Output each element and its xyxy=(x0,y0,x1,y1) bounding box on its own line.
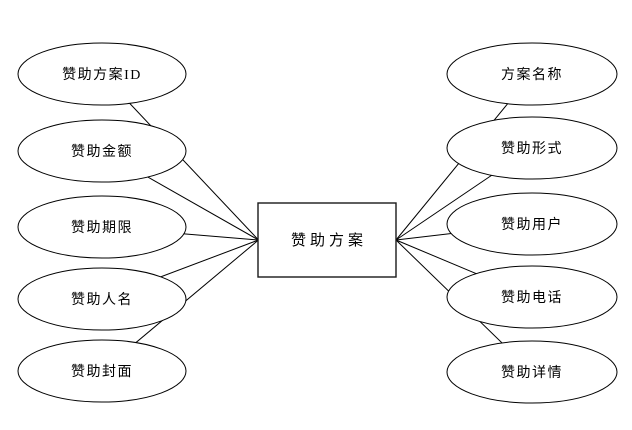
attribute-label: 赞助方案ID xyxy=(62,66,142,83)
attribute-ellipse-plan-id xyxy=(17,42,187,106)
attribute-ellipse-sponsor xyxy=(17,267,187,331)
attribute-label: 赞助电话 xyxy=(501,290,563,306)
attribute-ellipse-plan-name xyxy=(446,42,618,106)
attribute-label: 赞助期限 xyxy=(71,220,133,236)
entity-rect xyxy=(257,202,397,278)
attribute-label: 方案名称 xyxy=(501,66,563,83)
entity-group: 赞助方案 xyxy=(257,202,397,278)
attribute-label: 赞助金额 xyxy=(71,144,133,160)
attribute-ellipse-details xyxy=(446,340,618,404)
attribute-ellipse-form xyxy=(446,116,618,180)
attribute-label: 赞助封面 xyxy=(71,364,133,380)
attribute-ellipse-cover xyxy=(17,339,187,403)
attribute-label: 赞助用户 xyxy=(501,216,563,233)
attribute-ellipse-phone xyxy=(446,265,618,329)
left-attributes: 赞助方案ID 赞助金额 赞助期限 赞助人名 赞助封面 xyxy=(17,42,187,403)
attribute-ellipse-period xyxy=(17,195,187,259)
entity-label: 赞助方案 xyxy=(291,231,367,249)
attribute-ellipse-amount xyxy=(17,119,187,183)
attribute-label: 赞助详情 xyxy=(501,365,563,381)
attribute-label: 赞助人名 xyxy=(71,292,133,308)
attribute-label: 赞助形式 xyxy=(501,141,563,157)
attribute-ellipse-user xyxy=(446,192,618,256)
right-attributes: 方案名称 赞助形式 赞助用户 赞助电话 赞助详情 xyxy=(446,42,618,404)
